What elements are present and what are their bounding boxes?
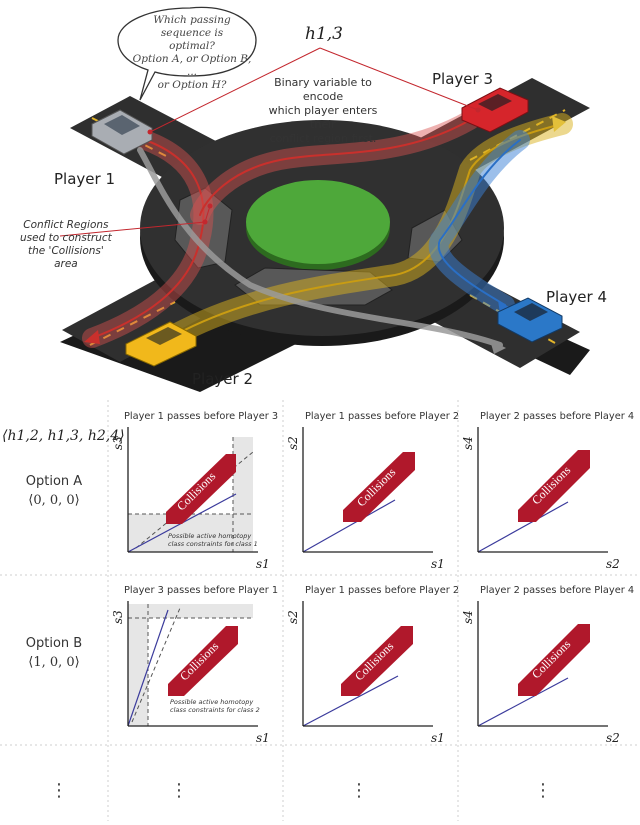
trajectory-line — [477, 501, 569, 553]
player3-label: Player 3 — [432, 70, 493, 88]
arrow-player2 — [552, 116, 566, 132]
annotation-lines — [59, 47, 479, 237]
bubble-line: optimal? — [169, 40, 215, 52]
trajectory-line — [302, 675, 399, 727]
y-axis-label: s4 — [461, 436, 475, 450]
collision-region: Collisions — [341, 626, 413, 696]
x-axis-label: s1 — [431, 557, 445, 571]
player4-label: Player 4 — [546, 288, 607, 306]
annotation-dots — [147, 107, 481, 225]
y-axis-label: s3 — [111, 436, 125, 450]
arrow-grey — [490, 340, 506, 354]
y-axis-label: s4 — [461, 610, 475, 624]
panel-title: Player 1 passes before Player 3 — [124, 411, 279, 422]
panel-title: Player 1 passes before Player 2 — [305, 585, 460, 596]
conflict-line: Conflict Regions — [23, 219, 109, 231]
vehicle-paths — [82, 110, 573, 348]
car-player2 — [125, 321, 197, 367]
option-a-name: Option A — [25, 474, 83, 489]
homotopy-table: ⟨h1,2, h1,3, h2,4⟩ Option A ⟨0, 0, 0⟩ Op… — [0, 400, 640, 821]
panel-title: Player 2 passes before Player 4 — [480, 411, 635, 422]
panel-b3: Collisions s4 s2 — [461, 601, 620, 745]
binary-variable-note: Binary variable to encode which player e… — [258, 76, 388, 146]
header-vector: ⟨h1,2, h1,3, h2,4⟩ — [2, 428, 125, 444]
path-player3 — [199, 119, 471, 216]
car-player1 — [91, 109, 153, 155]
ellipsis: ⋮ — [170, 780, 188, 801]
bubble-line: Option A, or Option B, ... — [132, 53, 252, 78]
roundabout-illustration — [59, 6, 590, 392]
player1-label: Player 1 — [54, 170, 115, 188]
h13-text: h1,3 — [305, 24, 343, 44]
bubble-line: or Option H? — [157, 79, 227, 91]
y-axis-label: s2 — [286, 436, 300, 450]
x-axis-label: s1 — [256, 731, 270, 745]
panel-title: Player 1 passes before Player 2 — [305, 411, 460, 422]
car-player3 — [461, 87, 529, 133]
trajectory-line — [477, 677, 569, 727]
option-b-vector: ⟨1, 0, 0⟩ — [28, 655, 80, 670]
panel-title: Player 2 passes before Player 4 — [480, 585, 635, 596]
y-axis-label: s3 — [111, 610, 125, 624]
note-line: Binary variable to encode — [274, 76, 372, 103]
trajectory-line — [127, 609, 169, 727]
x-axis-label: s2 — [606, 731, 620, 745]
option-a-vector: ⟨0, 0, 0⟩ — [28, 493, 80, 508]
note-line: which player enters their — [268, 104, 378, 131]
note-line: conflict region first. — [269, 132, 377, 145]
note-line: Possible active homotopy — [170, 698, 253, 706]
arrow-player1 — [84, 330, 100, 344]
central-island — [246, 180, 390, 264]
x-axis-label: s1 — [256, 557, 270, 571]
option-a-label: Option A ⟨0, 0, 0⟩ — [8, 474, 100, 508]
panel-b1: Collisions Possible active homotopy clas… — [111, 601, 270, 745]
panel-title: Player 3 passes before Player 1 — [124, 585, 279, 596]
bubble-line: Which passing sequence is — [153, 14, 231, 39]
table-grid — [0, 400, 640, 821]
car-player4 — [497, 297, 563, 343]
conflict-line: area — [54, 258, 78, 270]
collision-region: Collisions — [343, 452, 415, 522]
x-axis-label: s2 — [606, 557, 620, 571]
homotopy-region — [128, 437, 253, 552]
option-b-label: Option B ⟨1, 0, 0⟩ — [8, 636, 100, 670]
conflict-line: used to construct — [20, 232, 112, 244]
h13-label: h1,3 — [305, 24, 343, 44]
path-grey — [137, 147, 503, 348]
note-line: class constraints for class 1 — [168, 540, 258, 548]
panel-a2: Collisions s2 s1 — [286, 427, 445, 571]
panel-b2: Collisions s2 s1 — [286, 601, 445, 745]
ellipsis: ⋮ — [350, 780, 368, 801]
speech-bubble-text: Which passing sequence is optimal? Optio… — [128, 14, 256, 92]
y-axis-label: s2 — [286, 610, 300, 624]
ellipsis: ⋮ — [50, 780, 68, 801]
panel-a3: Collisions s4 s2 — [461, 427, 620, 571]
note-line: Possible active homotopy — [168, 532, 251, 540]
panel-a1: Collisions Possible active homotopy clas… — [111, 427, 270, 571]
speech-bubble — [117, 6, 257, 101]
player2-label: Player 2 — [192, 370, 253, 388]
conflict-line: the 'Collisions' — [27, 245, 104, 257]
road-cross — [60, 78, 590, 392]
x-axis-label: s1 — [431, 731, 445, 745]
ellipsis: ⋮ — [534, 780, 552, 801]
roundabout-scene: Which passing sequence is optimal? Optio… — [0, 0, 640, 400]
option-b-name: Option B — [25, 636, 83, 651]
path-player4 — [437, 139, 521, 306]
note-line: class constraints for class 2 — [170, 706, 260, 714]
homotopy-region — [128, 604, 253, 726]
trajectory-line — [302, 499, 396, 553]
collision-region: Collisions — [518, 450, 590, 522]
conflict-regions-note: Conflict Regions used to construct the '… — [20, 219, 112, 271]
collision-region: Collisions — [168, 626, 238, 696]
